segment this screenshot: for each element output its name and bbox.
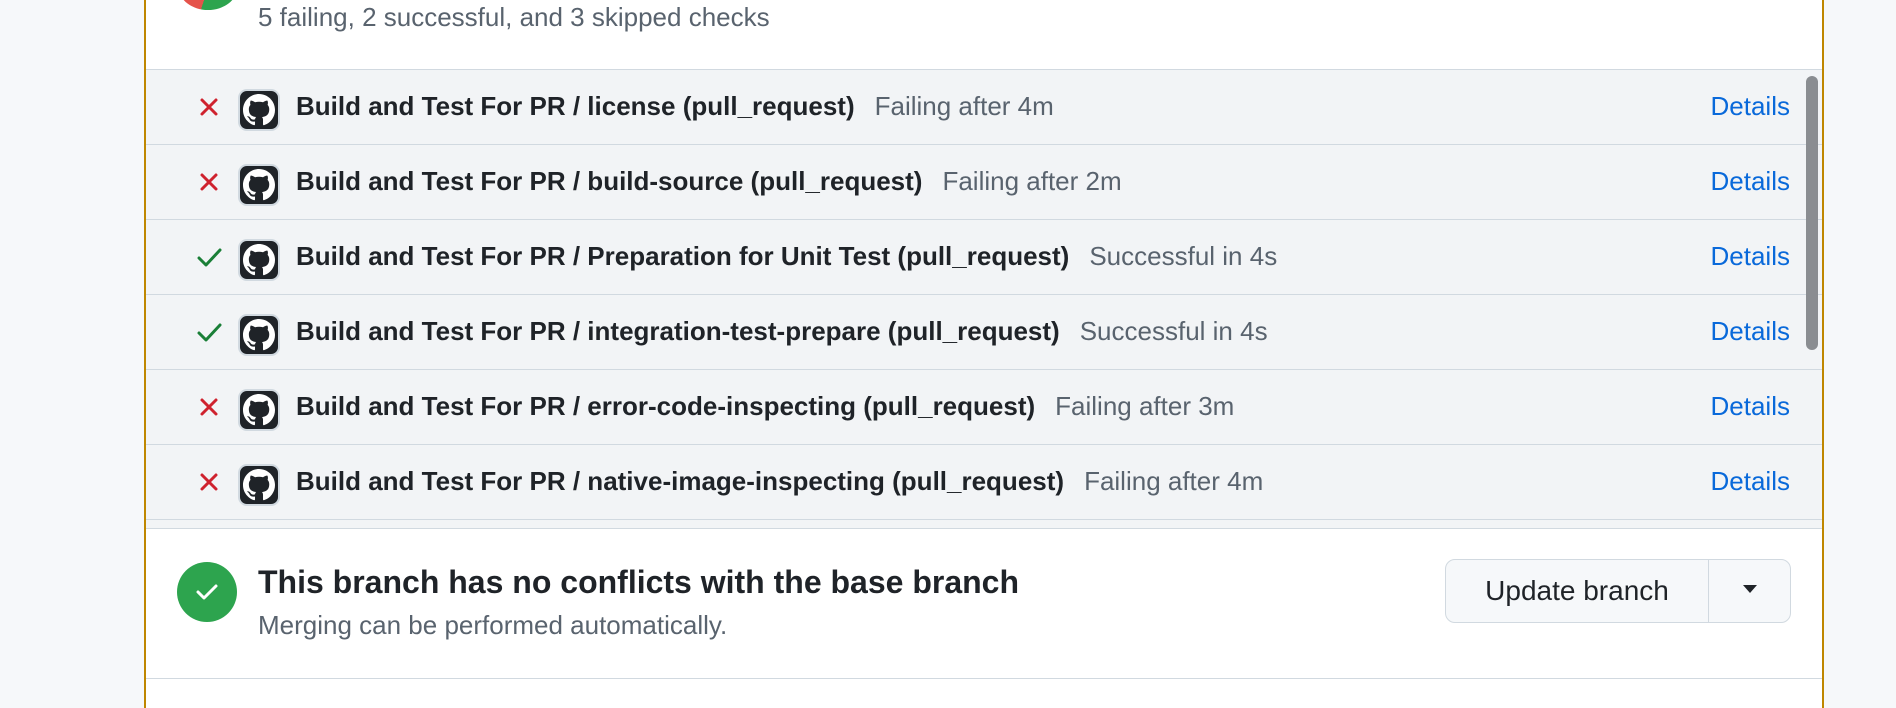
checks-status-icon <box>179 0 237 10</box>
check-label: Build and Test For PR / build-source (pu… <box>296 165 1122 197</box>
checks-list[interactable]: Build and Test For PR / license (pull_re… <box>146 69 1822 529</box>
check-name: Build and Test For PR / license (pull_re… <box>296 91 855 121</box>
check-row: Build and Test For PR / integration-test… <box>146 295 1822 370</box>
x-icon <box>194 167 224 197</box>
details-link[interactable]: Details <box>1710 166 1790 196</box>
check-circle-icon <box>177 562 237 622</box>
update-branch-button[interactable]: Update branch <box>1446 560 1709 622</box>
github-icon <box>238 464 280 506</box>
merge-box: 5 failing, 2 successful, and 3 skipped c… <box>144 0 1824 708</box>
check-row: Build and Test For PR / Preparation for … <box>146 220 1822 295</box>
x-icon <box>194 92 224 122</box>
details-link[interactable]: Details <box>1710 391 1790 421</box>
merge-status-title: This branch has no conflicts with the ba… <box>258 564 1020 600</box>
github-icon <box>238 89 280 131</box>
check-name: Build and Test For PR / integration-test… <box>296 316 1060 346</box>
details-link[interactable]: Details <box>1710 316 1790 346</box>
details-link[interactable]: Details <box>1710 241 1790 271</box>
check-row: Build and Test For PR / error-code-inspe… <box>146 370 1822 445</box>
check-status-text: Failing after 2m <box>942 166 1122 196</box>
check-label: Build and Test For PR / native-image-ins… <box>296 465 1263 497</box>
checks-summary: 5 failing, 2 successful, and 3 skipped c… <box>146 0 1822 69</box>
check-name: Build and Test For PR / Preparation for … <box>296 241 1070 271</box>
github-icon <box>238 314 280 356</box>
github-icon <box>238 389 280 431</box>
triangle-down-icon <box>1741 582 1759 600</box>
github-icon <box>238 239 280 281</box>
details-link[interactable]: Details <box>1710 91 1790 121</box>
check-label: Build and Test For PR / error-code-inspe… <box>296 390 1234 422</box>
check-icon <box>194 317 224 347</box>
check-status-text: Failing after 4m <box>1084 466 1264 496</box>
github-icon <box>238 164 280 206</box>
check-label: Build and Test For PR / license (pull_re… <box>296 90 1054 122</box>
check-name: Build and Test For PR / error-code-inspe… <box>296 391 1036 421</box>
check-status-text: Failing after 3m <box>1055 391 1235 421</box>
x-icon <box>194 392 224 422</box>
check-row: Build and Test For PR / license (pull_re… <box>146 70 1822 145</box>
merge-status-subtitle: Merging can be performed automatically. <box>258 610 728 640</box>
checks-summary-text: 5 failing, 2 successful, and 3 skipped c… <box>258 2 770 32</box>
check-label: Build and Test For PR / Preparation for … <box>296 240 1277 272</box>
scrollbar-thumb[interactable] <box>1806 76 1818 350</box>
check-name: Build and Test For PR / build-source (pu… <box>296 166 923 196</box>
update-branch-dropdown-button[interactable] <box>1709 560 1790 622</box>
check-row: Build and Test For PR / native-image-ins… <box>146 445 1822 520</box>
check-icon <box>194 242 224 272</box>
check-status-text: Successful in 4s <box>1089 241 1278 271</box>
checks-scrollbar[interactable] <box>1802 70 1822 528</box>
details-link[interactable]: Details <box>1710 466 1790 496</box>
update-branch-button-group: Update branch <box>1445 559 1791 623</box>
check-name: Build and Test For PR / native-image-ins… <box>296 466 1065 496</box>
merge-status-section: This branch has no conflicts with the ba… <box>146 529 1822 679</box>
x-icon <box>194 467 224 497</box>
check-row: Build and Test For PR / build-source (pu… <box>146 145 1822 220</box>
check-label: Build and Test For PR / integration-test… <box>296 315 1268 347</box>
check-status-text: Successful in 4s <box>1079 316 1268 346</box>
check-status-text: Failing after 4m <box>874 91 1054 121</box>
